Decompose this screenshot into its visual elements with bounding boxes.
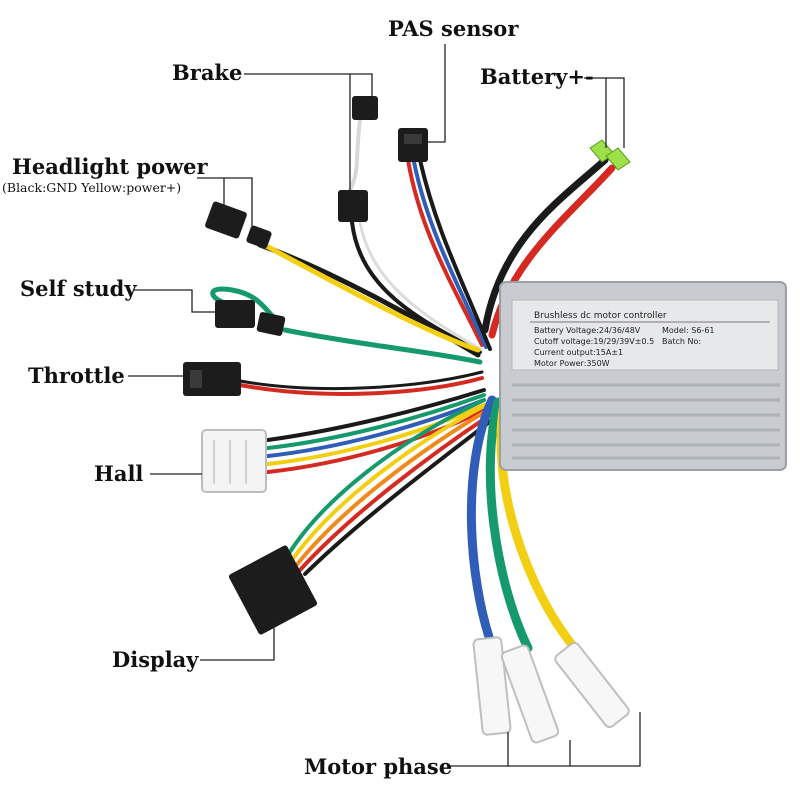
brake-connector-bottom — [338, 190, 368, 222]
battery-black-wire — [481, 156, 609, 334]
labels: PAS sensor Brake Battery+- Headlight pow… — [2, 16, 594, 779]
leader-lines — [128, 44, 641, 767]
brake-white-wire-2 — [358, 220, 484, 352]
hall-blue-wire — [266, 398, 486, 458]
label-headlight-power: Headlight power — [12, 154, 209, 179]
self-study-leader — [134, 289, 215, 313]
throttle-red-wire — [238, 376, 484, 396]
phase-connector-blue — [472, 636, 512, 736]
controller-title: Brushless dc motor controller — [534, 311, 667, 321]
label-pas-sensor: PAS sensor — [388, 16, 519, 41]
label-brake: Brake — [172, 60, 242, 85]
connectors — [183, 96, 631, 744]
phase-connector-yellow — [554, 641, 630, 729]
label-display: Display — [112, 647, 199, 672]
phase-blue-wire — [466, 395, 497, 645]
controller-motor-power: Motor Power:350W — [534, 359, 610, 368]
pas-blue-wire — [412, 160, 488, 349]
display-connector — [228, 545, 318, 635]
label-throttle: Throttle — [28, 363, 125, 388]
pas-black-wire — [418, 158, 492, 351]
controller-current-output: Current output:15A±1 — [534, 348, 623, 357]
battery-leader — [584, 77, 625, 148]
hall-yellow-wire — [266, 403, 486, 466]
display-green-wire — [283, 398, 486, 562]
display-red-wire — [298, 413, 492, 572]
label-motor-phase: Motor phase — [304, 754, 452, 779]
display-leader — [200, 620, 275, 661]
label-self-study: Self study — [20, 276, 137, 301]
label-battery: Battery+- — [480, 64, 594, 89]
pas-connector — [398, 128, 428, 162]
display-yellow-wire — [288, 403, 488, 565]
controller-box: Brushless dc motor controller Battery Vo… — [499, 281, 787, 471]
controller-batch: Batch No: — [662, 337, 701, 346]
brake-connector-top — [352, 96, 378, 120]
label-headlight-note: (Black:GND Yellow:power+) — [2, 180, 181, 195]
self-study-connector — [215, 300, 255, 328]
headlight-leader — [197, 177, 253, 226]
controller-battery-voltage: Battery Voltage:24/36/48V — [534, 326, 641, 335]
brake-leader — [244, 73, 373, 190]
pas-leader — [428, 44, 446, 143]
pas-red-wire — [406, 158, 484, 347]
hall-black-wire — [266, 388, 486, 442]
controller-cutoff-voltage: Cutoff voltage:19/29/39V±0.5 — [534, 337, 654, 346]
label-hall: Hall — [94, 461, 143, 486]
headlight-yellow-wire — [252, 237, 481, 353]
display-black-wire — [303, 418, 494, 576]
brake-black-wire — [350, 220, 482, 354]
display-orange-wire — [293, 408, 490, 569]
battery-terminal-red — [605, 147, 631, 171]
hall-green-wire — [266, 393, 486, 450]
brake-white-wire — [348, 118, 362, 192]
phase-connector-green — [500, 644, 560, 744]
hall-connector — [201, 429, 267, 493]
throttle-black-wire — [238, 370, 484, 391]
headlight-connector — [205, 201, 247, 239]
motor-phase-leader — [448, 712, 641, 767]
self-study-green-wire — [282, 327, 483, 365]
controller-model: Model: S6-61 — [662, 326, 715, 335]
phase-green-wire — [485, 397, 533, 653]
